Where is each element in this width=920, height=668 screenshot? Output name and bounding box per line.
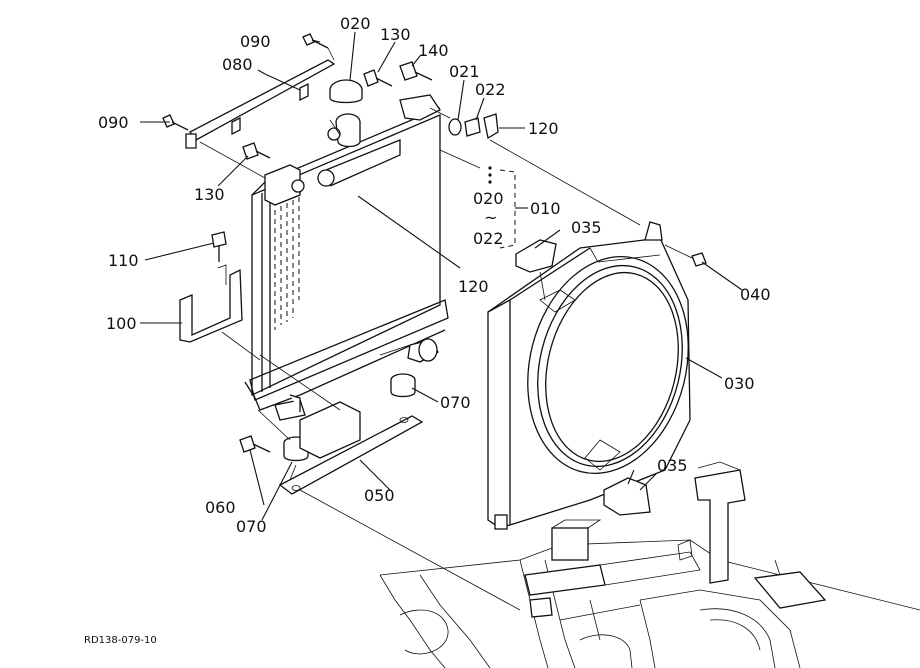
label-022-range: 022 xyxy=(473,229,504,248)
label-130-left: 130 xyxy=(194,185,225,204)
assembly-guide-lines xyxy=(199,119,641,611)
bracket-100 xyxy=(179,264,243,343)
label-030: 030 xyxy=(724,374,755,393)
label-022-top: 022 xyxy=(475,80,506,99)
label-060: 060 xyxy=(205,498,236,517)
label-070-upper: 070 xyxy=(440,393,471,412)
bolt-130-left xyxy=(242,142,271,160)
label-070-lower: 070 xyxy=(236,517,267,536)
bolt-140 xyxy=(399,61,433,81)
radiator-cap-020 xyxy=(327,79,363,148)
label-010: 010 xyxy=(530,199,561,218)
bolt-110 xyxy=(211,231,227,262)
radiator-010 xyxy=(244,94,449,421)
label-020-range: 020 xyxy=(473,189,504,208)
seal-035-upper xyxy=(515,239,557,273)
bolt-130-top xyxy=(363,69,393,87)
label-021: 021 xyxy=(449,62,480,81)
fitting-021-022 xyxy=(429,107,499,140)
label-035-lower: 035 xyxy=(657,456,688,475)
label-tilde: ~ xyxy=(484,208,497,227)
drawing-code: RD138-079-10 xyxy=(84,635,157,646)
group-bracket-010 xyxy=(488,166,528,249)
label-110: 110 xyxy=(108,251,139,270)
label-120-mid: 120 xyxy=(458,277,489,296)
cushion-070-upper xyxy=(390,373,416,398)
bolt-090-left xyxy=(162,114,189,131)
label-050: 050 xyxy=(364,486,395,505)
label-090-top: 090 xyxy=(240,32,271,51)
label-035-upper: 035 xyxy=(571,218,602,237)
part-labels: 090 080 090 020 130 140 021 022 120 130 … xyxy=(84,14,771,646)
label-040: 040 xyxy=(740,285,771,304)
seal-035-lower xyxy=(603,477,651,516)
label-120-top: 120 xyxy=(528,119,559,138)
label-090-left: 090 xyxy=(98,113,129,132)
label-140: 140 xyxy=(418,41,449,60)
leader-lines xyxy=(140,31,743,521)
chassis-frame xyxy=(379,461,920,668)
label-100: 100 xyxy=(106,314,137,333)
upper-stay-080 xyxy=(185,59,336,149)
support-050 xyxy=(278,401,424,495)
label-020-top: 020 xyxy=(340,14,371,33)
label-080: 080 xyxy=(222,55,253,74)
fan-shroud-030 xyxy=(487,221,691,530)
label-130-top: 130 xyxy=(380,25,411,44)
bolt-060 xyxy=(239,435,271,453)
bolt-090-top xyxy=(302,33,335,61)
